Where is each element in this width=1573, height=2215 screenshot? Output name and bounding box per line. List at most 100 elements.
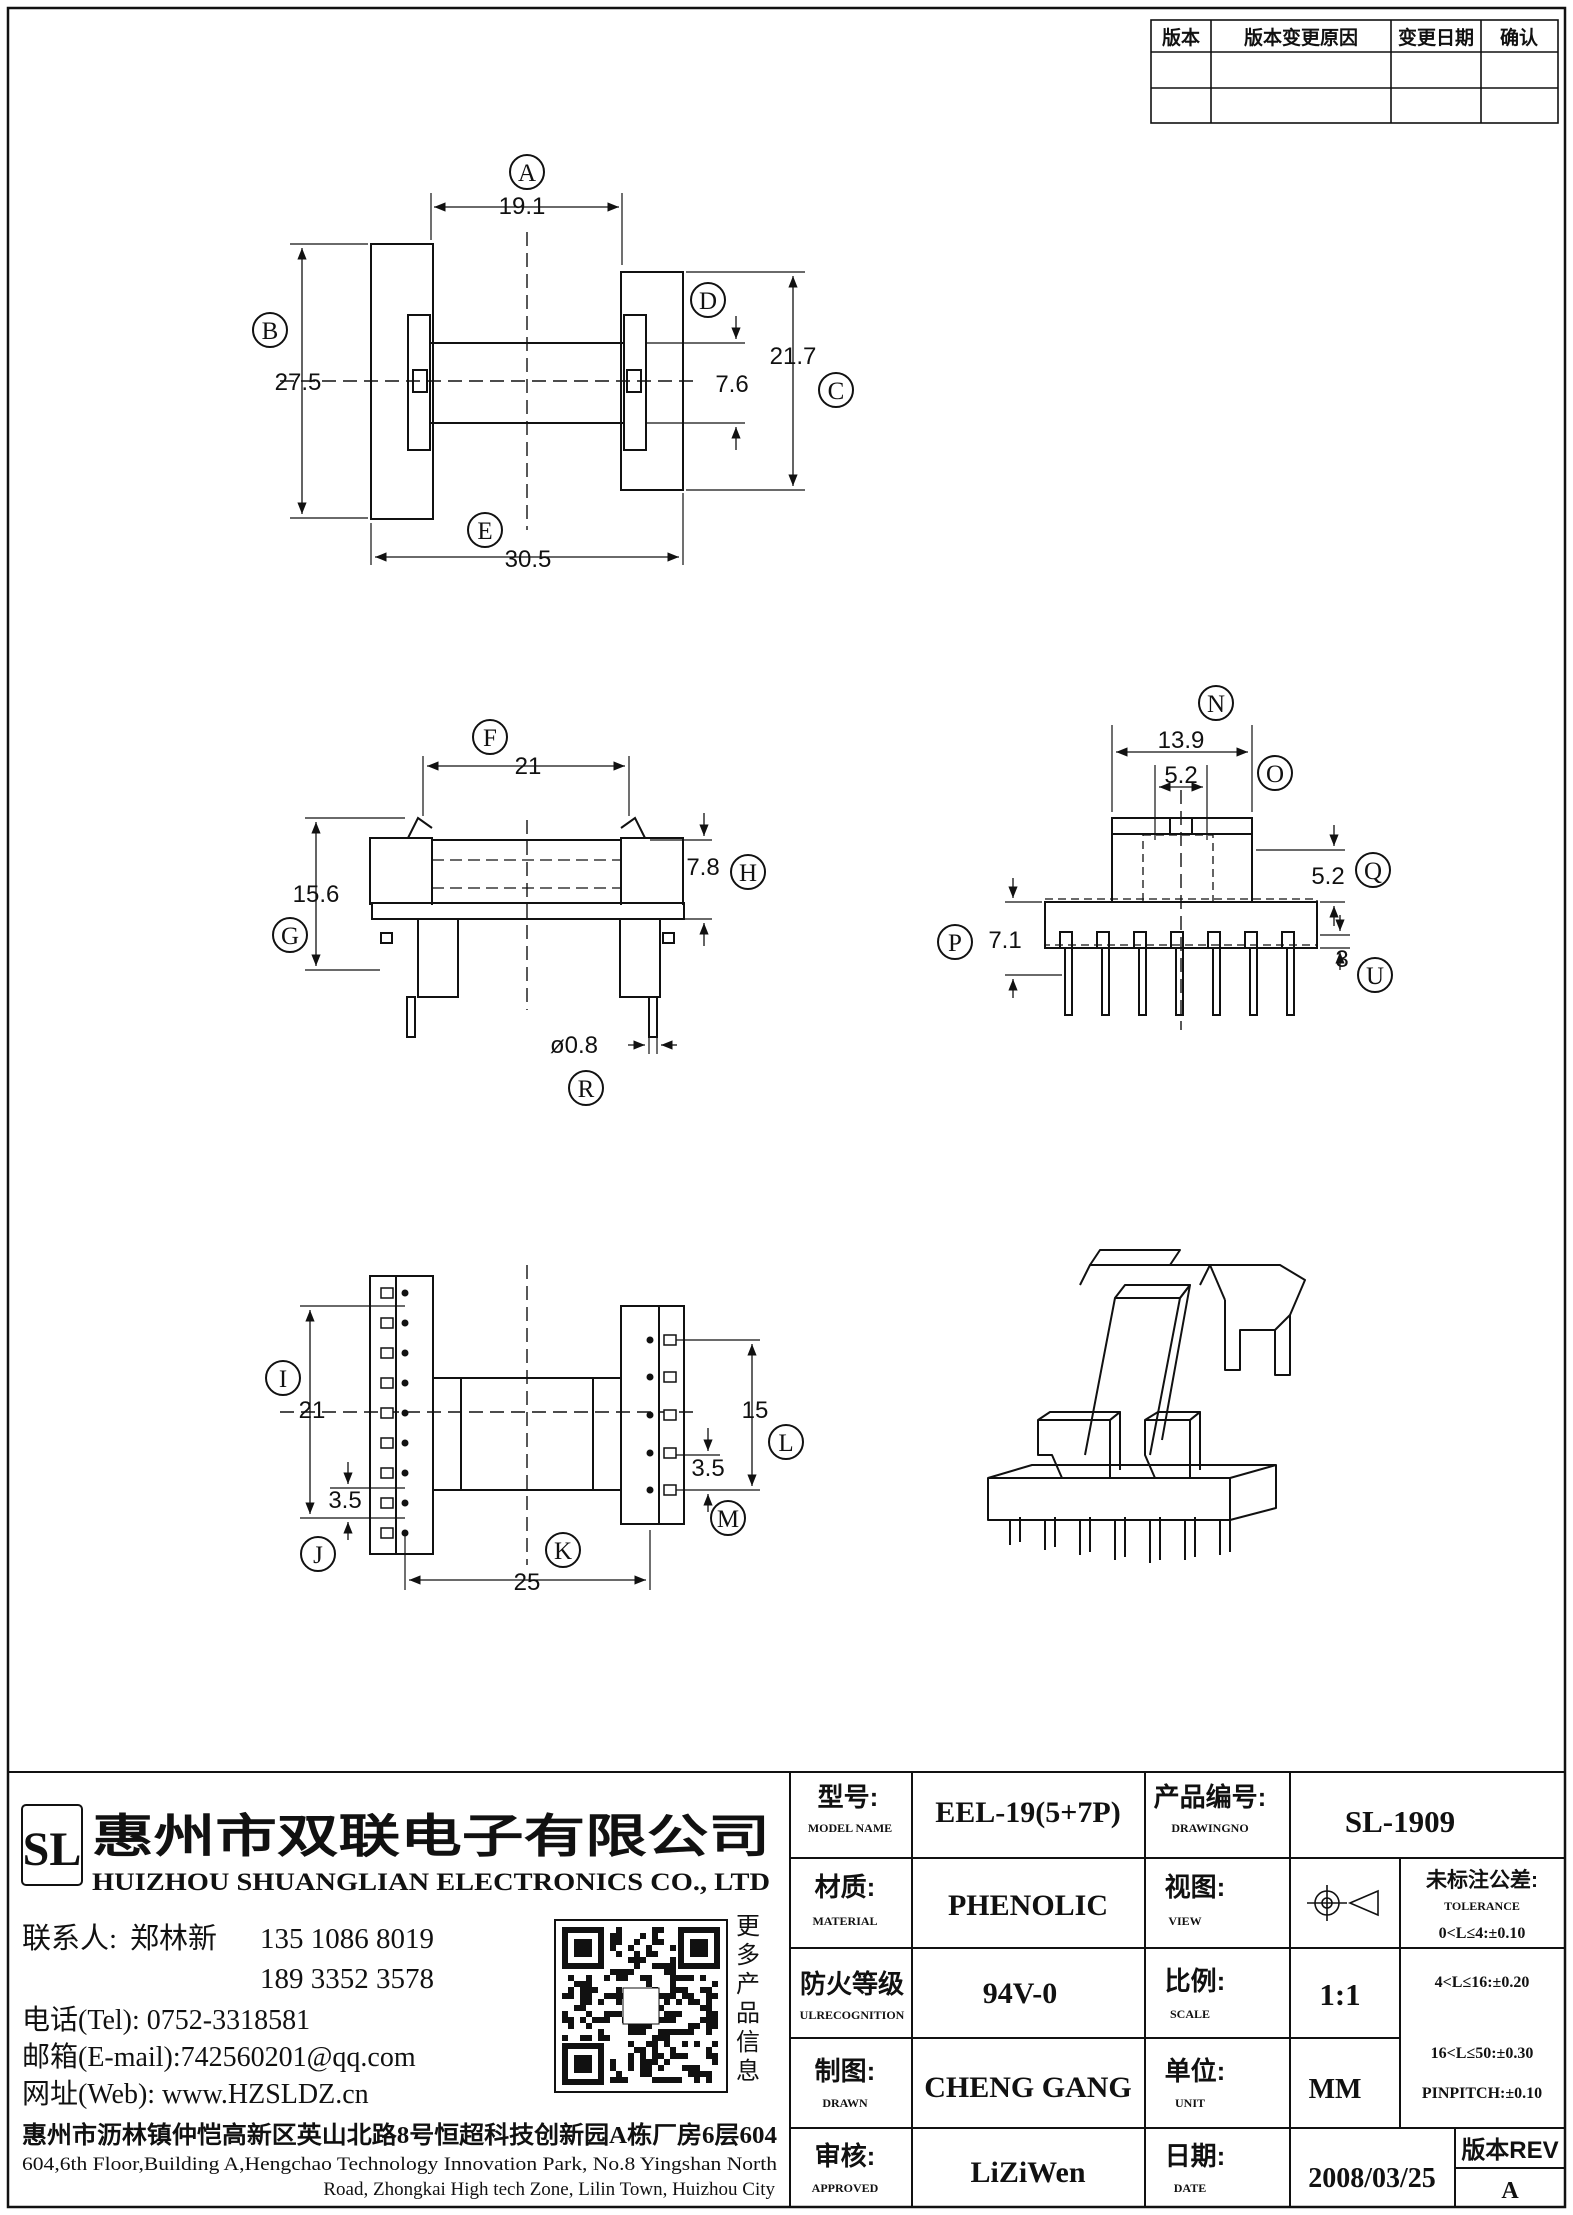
callout-n: N <box>1198 685 1234 721</box>
qr-caption-char: 信 <box>736 2029 760 2056</box>
dim-value-l: 15 <box>742 1397 769 1424</box>
pin-hole <box>401 1379 409 1387</box>
pin-hole <box>401 1289 409 1297</box>
projection-symbol-icon <box>1307 1885 1379 1921</box>
dim-value-r: ø0.8 <box>550 1032 598 1059</box>
company-logo: SL <box>21 1804 83 1886</box>
qr-caption-char: 更 <box>736 1914 760 1940</box>
approved-value: LiZiWen <box>970 2156 1085 2189</box>
callout-letter-l: L <box>778 1430 793 1457</box>
pin-hole <box>401 1439 409 1447</box>
tolerance-2: 4<L≤16:±0.20 <box>1435 1974 1530 1991</box>
unit-label-en: UNIT <box>1175 2096 1205 2110</box>
unit-value: MM <box>1309 2074 1362 2105</box>
title-block-grid <box>789 1771 1566 2208</box>
fire-value: 94V-0 <box>983 1977 1057 2010</box>
drawing-no-label-en: DRAWINGNO <box>1171 1821 1248 1835</box>
date-value: 2008/03/25 <box>1308 2163 1436 2194</box>
callout-letter-p: P <box>948 930 962 957</box>
callout-letter-g: G <box>281 923 299 950</box>
dim-value-o: 5.2 <box>1164 762 1197 789</box>
callout-g: G <box>272 917 308 953</box>
callout-k: K <box>545 1532 581 1568</box>
approved-label-cn: 审核: <box>815 2141 876 2171</box>
qr-caption-char: 多 <box>736 1942 760 1969</box>
callout-c: C <box>818 372 854 408</box>
address-cn: 惠州市沥林镇仲恺高新区英山北路8号恒超科技创新园A栋厂房6层604 <box>22 2121 777 2149</box>
sheet-border <box>6 6 1567 2209</box>
rev-label: 版本REV <box>1461 2137 1558 2164</box>
pin-pad <box>380 1437 394 1449</box>
callout-b: B <box>252 312 288 348</box>
pin-hole <box>646 1336 654 1344</box>
date-label-cn: 日期: <box>1165 2141 1226 2171</box>
pin-pad <box>663 1447 677 1459</box>
fire-label-en: ULRECOGNITION <box>800 2008 905 2022</box>
callout-letter-n: N <box>1207 691 1225 718</box>
isometric-view <box>987 1249 1306 1563</box>
pin-pad <box>380 1527 394 1539</box>
drawn-label-en: DRAWN <box>822 2096 868 2110</box>
rev-header-date: 变更日期 <box>1398 26 1474 49</box>
pin-hole <box>646 1373 654 1381</box>
pin-pad <box>663 1334 677 1346</box>
dim-value-m: 3.5 <box>691 1455 724 1482</box>
drawn-label-cn: 制图: <box>815 2056 876 2086</box>
callout-d: D <box>690 282 726 318</box>
qr-caption-char: 产 <box>736 1971 760 1998</box>
callout-j: J <box>300 1536 336 1572</box>
pin-pad <box>380 1407 394 1419</box>
callout-e: E <box>467 512 503 548</box>
pin-pad <box>663 1409 677 1421</box>
callout-letter-r: R <box>578 1076 595 1103</box>
callout-letter-i: I <box>279 1366 287 1393</box>
callout-h: H <box>730 854 766 890</box>
contact-phone-2: 189 3352 3578 <box>260 1963 434 1995</box>
rev-header-version: 版本 <box>1162 26 1200 49</box>
callout-f: F <box>472 719 508 755</box>
contact-phone-1: 135 1086 8019 <box>260 1923 434 1955</box>
tolerance-label-cn: 未标注公差: <box>1426 1868 1538 1892</box>
pin-hole <box>646 1486 654 1494</box>
top-view <box>280 193 805 565</box>
dim-value-u: 3 <box>1335 946 1348 973</box>
address-en-line-1: 604,6th Floor,Building A,Hengchao Techno… <box>22 2154 778 2175</box>
pin-hole <box>401 1349 409 1357</box>
callout-letter-h: H <box>739 860 757 887</box>
callout-letter-a: A <box>518 160 536 187</box>
tolerance-3: 16<L≤50:±0.30 <box>1431 2045 1534 2062</box>
pin-pad <box>380 1377 394 1389</box>
tolerance-4: PINPITCH:±0.10 <box>1422 2085 1542 2102</box>
dim-value-k: 25 <box>514 1569 541 1596</box>
pin-pad <box>380 1317 394 1329</box>
contact-web: 网址(Web): www.HZSLDZ.cn <box>22 2078 369 2110</box>
callout-l: L <box>768 1424 804 1460</box>
model-label-cn: 型号: <box>818 1782 879 1812</box>
pin-pad <box>380 1287 394 1299</box>
pin-hole <box>401 1409 409 1417</box>
dim-value-h: 7.8 <box>686 854 719 881</box>
dim-value-q: 5.2 <box>1311 863 1344 890</box>
dim-value-d: 7.6 <box>715 371 748 398</box>
contact-label: 联系人: <box>22 1922 117 1955</box>
callout-letter-m: M <box>717 1506 739 1533</box>
side-view <box>1005 725 1350 1030</box>
callout-a: A <box>509 154 545 190</box>
material-value: PHENOLIC <box>948 1889 1108 1922</box>
callout-letter-e: E <box>477 518 492 545</box>
callout-letter-o: O <box>1266 761 1284 788</box>
pin-hole <box>646 1449 654 1457</box>
pin-pad <box>380 1497 394 1509</box>
date-label-en: DATE <box>1174 2181 1206 2195</box>
dim-value-g: 15.6 <box>293 881 340 908</box>
callout-letter-q: Q <box>1364 858 1382 885</box>
company-name-cn: 惠州市双联电子有限公司 <box>92 1811 770 1862</box>
contact-email: 邮箱(E-mail):742560201@qq.com <box>22 2041 416 2073</box>
pin-hole <box>646 1411 654 1419</box>
callout-o: O <box>1257 755 1293 791</box>
callout-m: M <box>710 1500 746 1536</box>
drawing-no-value: SL-1909 <box>1345 1804 1455 1839</box>
rev-header-reason: 版本变更原因 <box>1244 26 1358 49</box>
scale-value: 1:1 <box>1319 1977 1360 2012</box>
